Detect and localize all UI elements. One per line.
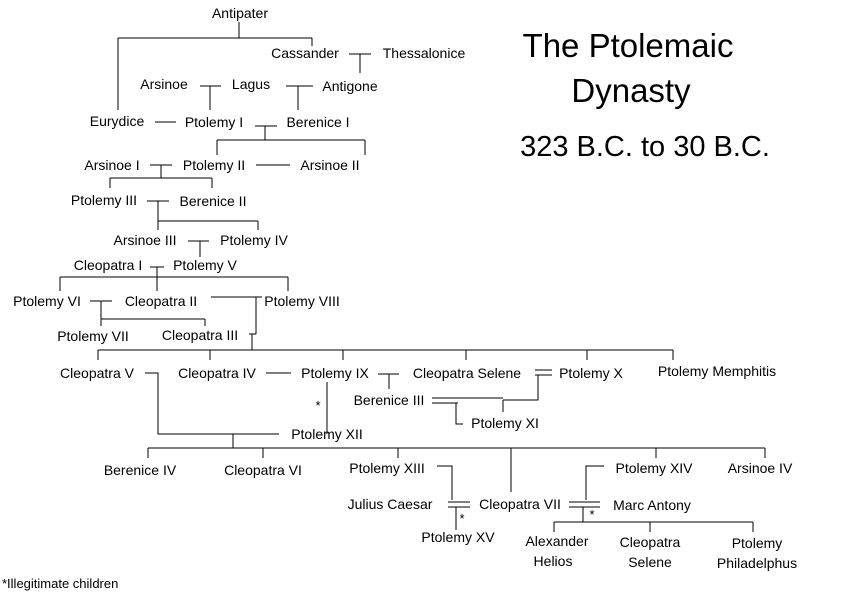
person-ptolemy-3: Ptolemy III [71, 192, 137, 208]
connector-arsinoe-3-ptolemy-4 [188, 240, 209, 257]
person-alexander-helios-line-2: Helios [534, 553, 573, 569]
person-arsinoe-1: Arsinoe I [84, 157, 139, 173]
person-cleopatra-3: Cleopatra III [162, 327, 238, 343]
person-ptolemy-15: Ptolemy XV [421, 529, 495, 545]
illegitimate-marker-ptolemy-12: * [315, 398, 320, 413]
person-berenice-2: Berenice II [180, 193, 247, 209]
connector-cleopatra-1-ptolemy-5 [59, 266, 289, 291]
person-ptolemy-13: Ptolemy XIII [349, 460, 424, 476]
person-ptolemy-12: Ptolemy XII [291, 426, 363, 442]
person-alexander-helios-line-1: Alexander [525, 533, 588, 549]
title-line-2: Dynasty [571, 72, 691, 109]
connector-julius-caesar-cleopatra-7 [448, 501, 470, 530]
person-cleopatra-selene: Cleopatra Selene [413, 365, 521, 381]
person-cleopatra-5: Cleopatra V [60, 365, 135, 381]
footnote: *Illegitimate children [2, 576, 118, 591]
person-cassander: Cassander [271, 45, 339, 61]
person-ptolemy-11: Ptolemy XI [471, 415, 539, 431]
person-ptolemy-8: Ptolemy VIII [264, 293, 339, 309]
person-antigone: Antigone [322, 78, 377, 94]
person-lagus: Lagus [232, 76, 270, 92]
person-ptolemy-6: Ptolemy VI [13, 293, 81, 309]
connector-cleopatra-5-ptolemy-12 [145, 372, 279, 435]
connector-ptolemy-9-cleopatra-selene [378, 373, 399, 389]
person-ptolemy-1: Ptolemy I [185, 114, 243, 130]
person-ptolemy-4: Ptolemy IV [220, 232, 288, 248]
person-ptolemy-memphitis: Ptolemy Memphitis [658, 363, 776, 379]
person-ptolemy-5: Ptolemy V [173, 257, 237, 273]
person-ptolemy-philadelphus-line-2: Philadelphus [717, 555, 797, 571]
person-arsinoe-2: Arsinoe II [300, 157, 359, 173]
connector-ptolemy-3-berenice-2 [147, 200, 259, 230]
person-cleopatra-1: Cleopatra I [74, 257, 142, 273]
person-arsinoe-4: Arsinoe IV [728, 460, 793, 476]
person-berenice-4: Berenice IV [104, 462, 177, 478]
connector-lagus-antigone [286, 85, 313, 110]
person-cleopatra-selene-2-line-1: Cleopatra [620, 534, 681, 550]
person-arsinoe: Arsinoe [140, 76, 188, 92]
person-antipater: Antipater [212, 5, 268, 21]
person-cleopatra-6: Cleopatra VI [224, 462, 302, 478]
title-dates: 323 B.C. to 30 B.C. [520, 131, 770, 163]
person-ptolemy-10: Ptolemy X [559, 365, 623, 381]
connector-ptolemy-14-cleopatra-7 [585, 465, 604, 500]
person-cleopatra-7: Cleopatra VII [479, 496, 561, 512]
connector-ptolemy-6-cleopatra-2 [90, 300, 206, 326]
person-berenice-3: Berenice III [354, 392, 425, 408]
illegitimate-marker-ptolemy-15: * [459, 511, 464, 526]
connector-cleopatra-selene-ptolemy-10 [503, 369, 552, 401]
people: Antipater Cassander Thessalonice Arsinoe… [13, 5, 797, 571]
connector-berenice-3-ptolemy-11 [432, 397, 504, 425]
connector-antipater-children [117, 22, 313, 110]
person-ptolemy-7: Ptolemy VII [57, 328, 129, 344]
connector-arsinoe-1-ptolemy-2 [109, 164, 213, 188]
illegitimate-marker-antony-children: * [589, 507, 594, 522]
connector-ptolemy-8-children [97, 334, 674, 360]
connector-cleopatra-3-ptolemy-8 [249, 297, 257, 335]
connector-arsinoe-lagus [200, 85, 221, 110]
title-line-1: The Ptolemaic [523, 27, 734, 64]
connector-lines [59, 22, 766, 532]
person-ptolemy-14: Ptolemy XIV [615, 460, 693, 476]
person-cleopatra-2: Cleopatra II [125, 293, 197, 309]
person-marc-antony: Marc Antony [613, 497, 691, 513]
person-thessalonice: Thessalonice [383, 45, 466, 61]
connector-cleopatra-7-marc-antony [553, 501, 754, 532]
person-ptolemy-9: Ptolemy IX [301, 365, 369, 381]
connector-ptolemy-12-children [147, 434, 766, 492]
person-berenice-1: Berenice I [286, 114, 349, 130]
person-arsinoe-3: Arsinoe III [113, 232, 176, 248]
person-ptolemy-2: Ptolemy II [183, 157, 245, 173]
connector-ptolemy-1-berenice-1 [216, 125, 366, 155]
person-cleopatra-selene-2-line-2: Selene [628, 554, 672, 570]
person-cleopatra-4: Cleopatra IV [178, 365, 256, 381]
person-julius-caesar: Julius Caesar [348, 496, 433, 512]
connector-ptolemy-13-cleopatra-7 [437, 465, 453, 500]
person-ptolemy-philadelphus-line-1: Ptolemy [732, 535, 783, 551]
person-eurydice: Eurydice [90, 113, 145, 129]
connector-cassander-thessalonice [349, 53, 371, 73]
